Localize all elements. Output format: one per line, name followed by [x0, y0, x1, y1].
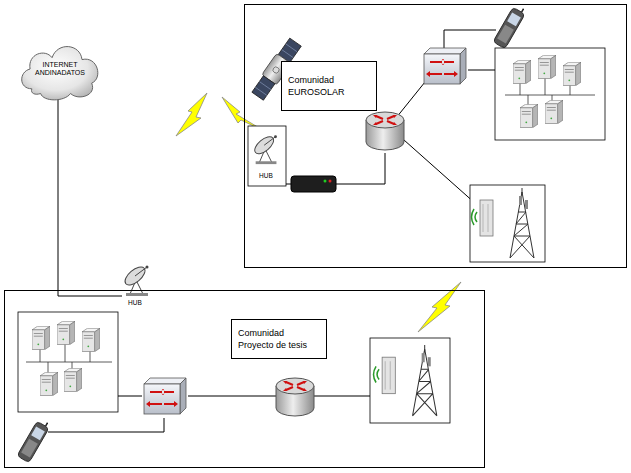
- network-name: INTERNET ANDINADATOS: [28, 61, 92, 77]
- community-name: Comunidad EUROSOLAR: [288, 74, 370, 98]
- community-label-box: Comunidad Proyecto de tesis: [231, 319, 327, 359]
- internet-cloud: INTERNET ANDINADATOS: [16, 36, 104, 102]
- hub-label: HUB: [128, 299, 142, 306]
- community-region: Comunidad EUROSOLAR: [244, 4, 627, 268]
- community-name: Comunidad Proyecto de tesis: [238, 327, 320, 351]
- cloud-text-area: INTERNET ANDINADATOS: [16, 36, 104, 102]
- hub-label: HUB: [259, 172, 273, 179]
- community-region: Comunidad Proyecto de tesis: [4, 290, 485, 468]
- community-label-box: Comunidad EUROSOLAR: [281, 61, 377, 111]
